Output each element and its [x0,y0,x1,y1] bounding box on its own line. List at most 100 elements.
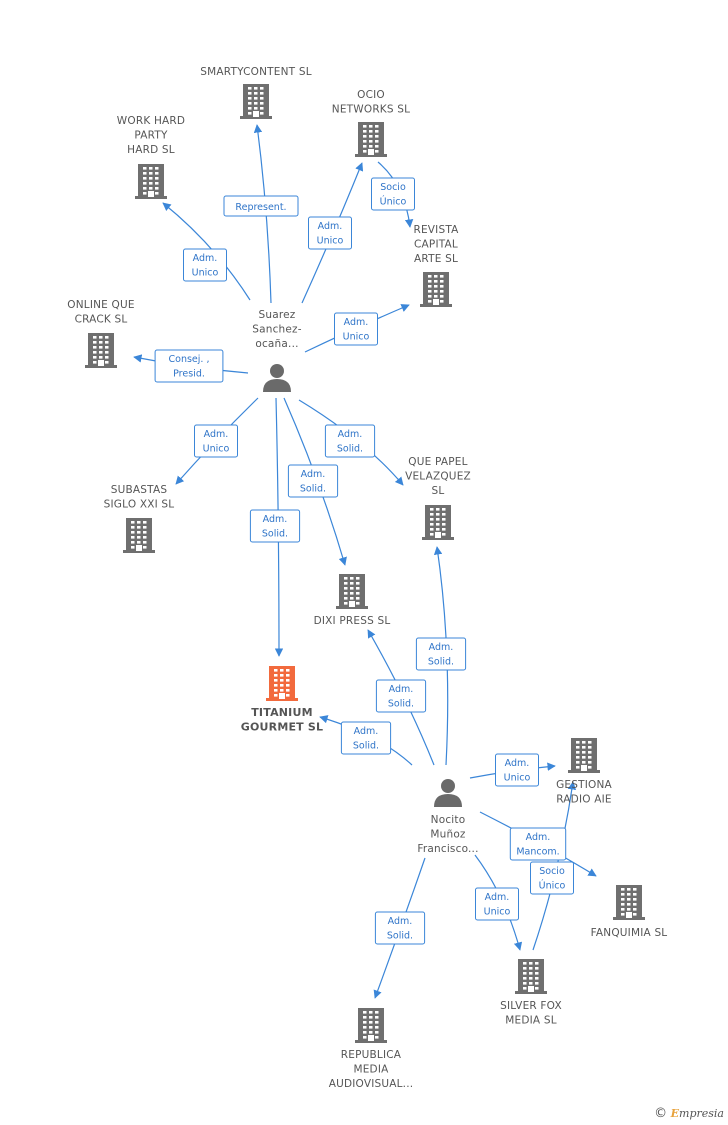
node-subastas[interactable]: SUBASTAS SIGLO XXI SL [104,484,175,553]
node-label: Sanchez- [252,324,302,336]
node-nocito[interactable]: NocitoMuñozFrancisco... [417,779,478,855]
node-label: NETWORKS SL [332,104,410,116]
building-icon [613,885,645,920]
node-label: GOURMET SL [241,721,324,734]
edge-label[interactable]: Consej. ,Presid. [154,349,224,383]
node-label: ocaña... [255,338,298,350]
edge-label[interactable]: Adm. Solid. [324,424,376,458]
node-label: CAPITAL [414,239,458,251]
edge-label-text: Solid. [428,657,454,668]
person-icon [434,779,462,807]
node-gestiona[interactable]: GESTIONA RADIO AIE [556,738,612,806]
node-label: ARTE SL [414,253,458,265]
edge-label[interactable]: Adm.Unico [183,248,227,282]
edge-label[interactable]: Adm. Solid. [374,911,426,945]
edge-label-text: Represent. [235,202,286,213]
node-label: DIXI PRESS SL [314,615,391,627]
building-icon [422,505,454,540]
node-label: WORK HARD [117,115,185,127]
edge-label-text: Único [539,880,566,892]
edge-label[interactable]: Represent. [223,195,299,217]
node-label: Suarez [258,309,295,321]
edge-label[interactable]: Adm. Unico [194,424,238,458]
edge-label-text: Adm. [388,916,413,927]
edge-label[interactable]: Adm.Solid. [415,637,467,671]
edge-label-text: Mancom. [516,847,559,858]
edge-label-text: Socio [380,182,406,193]
edge-label[interactable]: Adm. Solid. [375,679,427,713]
node-label: ONLINE QUE [67,299,134,311]
edge-label-text: Adm. [344,317,369,328]
node-revista[interactable]: REVISTA CAPITAL ARTE SL [413,224,459,307]
node-workhard[interactable]: WORK HARD PARTY HARD SL [117,115,185,199]
node-label: VELAZQUEZ [405,471,471,483]
node-label: SILVER FOX [500,1000,562,1012]
edge-label-text: Unico [343,332,370,343]
node-silverfox[interactable]: SILVER FOX MEDIA SL [500,959,562,1027]
edge-label-text: Solid. [388,699,414,710]
node-label: TITANIUM [251,706,313,719]
node-label: Francisco... [417,843,478,855]
edge-label-text: Unico [192,268,219,279]
building-icon [515,959,547,994]
node-label: HARD SL [127,144,175,156]
node-republica[interactable]: REPUBLICAMEDIAAUDIOVISUAL... [329,1008,414,1090]
node-label: SIGLO XXI SL [104,499,175,511]
node-label: QUE PAPEL [408,456,467,468]
building-icon [568,738,600,773]
edge-label-text: Solid. [300,484,326,495]
building-icon [135,164,167,199]
copyright-icon: © [654,1106,668,1121]
node-fanquimia[interactable]: FANQUIMIA SL [591,885,668,939]
edge-label-text: Solid. [337,444,363,455]
node-dixi[interactable]: DIXI PRESS SL [314,574,391,627]
node-label: MEDIA SL [505,1015,557,1027]
edge-label[interactable]: Adm.Solid. [249,509,301,543]
edge-label-text: Unico [484,907,511,918]
edge-label[interactable]: Adm.Solid. [340,721,392,755]
edge-label-text: Único [380,196,407,208]
edge-label[interactable]: Adm. Solid. [287,464,339,498]
node-label: REPUBLICA [341,1049,402,1061]
edge-label[interactable]: Adm.Unico [495,753,539,787]
edge-label-text: Solid. [353,741,379,752]
node-online[interactable]: ONLINE QUE CRACK SL [67,299,135,368]
edge-label-text: Unico [203,444,230,455]
building-icon [336,574,368,609]
edge-label[interactable]: Adm.Unico [475,887,519,921]
edge-label-text: Adm. [204,429,229,440]
node-label: SUBASTAS [111,484,168,496]
footer-brand: © Empresia [654,1106,724,1121]
node-label: Nocito [431,814,466,826]
node-label: GESTIONA [556,779,612,791]
edge-label-text: Presid. [173,369,205,380]
edge-label-text: Adm. [338,429,363,440]
node-label: Muñoz [430,829,466,841]
node-suarez[interactable]: SuarezSanchez-ocaña... [252,309,302,392]
node-label: AUDIOVISUAL... [329,1078,414,1090]
edge-label-text: Adm. [505,758,530,769]
node-smartycontent[interactable]: SMARTYCONTENT SL [200,66,312,119]
node-label: REVISTA [413,224,459,236]
node-label: PARTY [134,130,168,142]
edge-label-text: Adm. [389,684,414,695]
person-icon [263,364,291,392]
node-label: CRACK SL [75,314,128,326]
edge-label-text: Solid. [387,931,413,942]
edge-label-text: Adm. [301,469,326,480]
node-label: FANQUIMIA SL [591,927,668,939]
node-titanium[interactable]: TITANIUM GOURMET SL [241,666,324,734]
node-label: SL [432,485,445,497]
edge-label-text: Unico [317,236,344,247]
building-icon [240,84,272,119]
edge-suarez-to-workhard [162,202,251,301]
edge-label[interactable]: Adm. Unico [334,312,378,346]
node-quepapel[interactable]: QUE PAPEL VELAZQUEZ SL [405,456,471,540]
node-label: RADIO AIE [556,794,612,806]
edge-label[interactable]: Adm.Mancom. [509,827,567,861]
edge-label[interactable]: Adm.Unico [308,216,352,250]
